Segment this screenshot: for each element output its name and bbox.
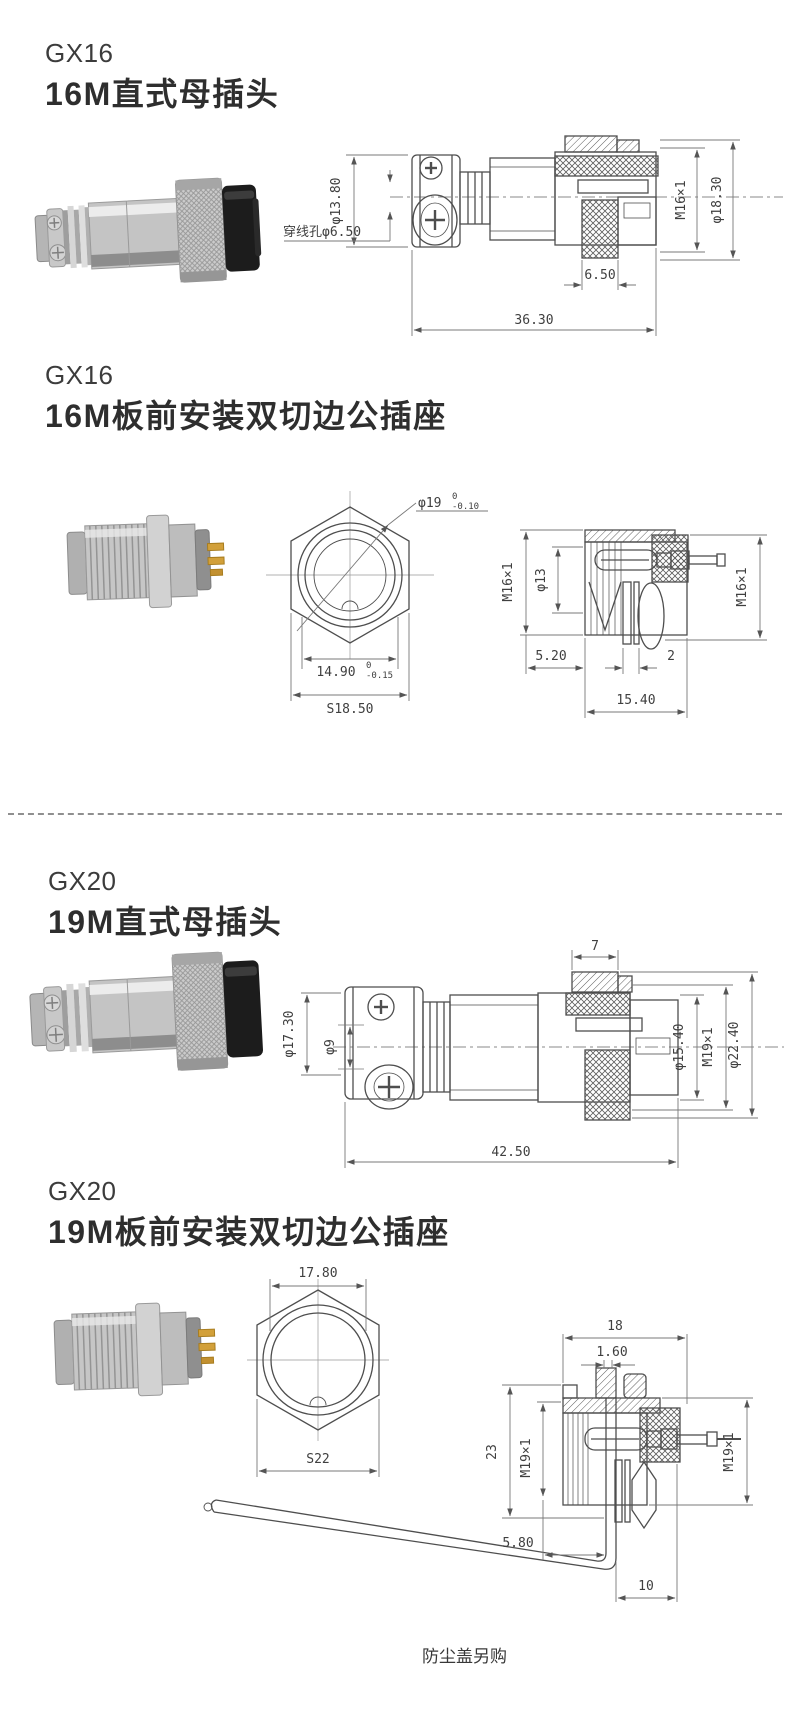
dim-dia-label: φ19 (418, 496, 441, 511)
product-photo-gx16-socket (66, 514, 225, 609)
dim-total-length-label: 42.50 (491, 1145, 530, 1160)
page-title: 19M板前安装双切边公插座 (48, 1214, 450, 1250)
dim-wire-hole-dia-label: φ9 (323, 1039, 338, 1055)
series-label: GX16 (45, 360, 114, 390)
dim-flange-width-label: 18 (607, 1319, 623, 1334)
drawing-gx20-socket-side-view: 18 1.60 23 M19×1 M19×1 5.80 10 防尘盖另购 (203, 1319, 753, 1666)
dim-total-length-label: 36.30 (514, 313, 553, 328)
dim-dia-mid-label: φ15.40 (672, 1024, 687, 1071)
series-label: GX16 (45, 38, 114, 68)
dimension-labels: 17.80 S22 (298, 1266, 337, 1467)
dim-flat-tol-lo: -0.15 (366, 671, 393, 681)
dim-thread-front-label: M16×1 (501, 562, 516, 601)
photo-connector-body (29, 951, 263, 1071)
dim-flat-width-label: 14.90 (316, 665, 355, 680)
hex-outline (290, 506, 410, 644)
dim-thread-rear-label: M16×1 (735, 567, 750, 606)
section-1-header: GX16 16M直式母插头 (45, 38, 279, 115)
dim-tail-length-label: 10 (638, 1579, 654, 1594)
series-label: GX20 (48, 866, 117, 896)
dim-thread-label: M16×1 (674, 180, 689, 219)
body-outline (411, 135, 659, 259)
dim-dia-inner-label: φ13 (534, 568, 549, 591)
screw-crosses (374, 1000, 400, 1098)
dim-height-label: 23 (485, 1444, 500, 1460)
drawing-gx20-plug-side-view: 7 φ17.30 φ9 φ15.40 M19×1 φ22.40 42.50 (282, 939, 784, 1168)
dim-dia-tol-hi: 0 (452, 492, 457, 502)
dim-thread-front-label: M19×1 (519, 1438, 534, 1477)
drawing-gx16-plug-side-view: φ13.80 穿线孔φ6.50 M16×1 φ18.30 6.50 36.30 (283, 135, 783, 336)
product-photo-gx20-socket (53, 1302, 216, 1397)
dim-washer-label: 2 (667, 649, 675, 664)
section-3-header: GX20 19M直式母插头 (48, 866, 282, 943)
photo-connector-body (53, 1302, 216, 1397)
dimension-labels: M16×1 φ13 M16×1 5.20 2 15.40 (501, 562, 750, 708)
crosshair (266, 491, 434, 659)
dim-thread-label: M19×1 (701, 1027, 716, 1066)
photo-connector-body (66, 514, 225, 609)
body-outline (203, 1367, 741, 1570)
dim-slot-width-label: 1.60 (596, 1345, 627, 1360)
dimension-labels: φ13.80 穿线孔φ6.50 M16×1 φ18.30 6.50 36.30 (283, 177, 725, 328)
dimension-labels: 7 φ17.30 φ9 φ15.40 M19×1 φ22.40 42.50 (282, 939, 742, 1160)
hex-outline (256, 1289, 380, 1431)
dim-rear-length-label: 5.20 (535, 649, 566, 664)
dim-dia-outer-label: φ22.40 (727, 1022, 742, 1069)
dimension-lines (520, 529, 767, 718)
dimension-lines (290, 502, 488, 701)
page-title: 16M板前安装双切边公插座 (45, 398, 447, 434)
dimension-labels: φ19 0 -0.10 14.90 0 -0.15 S18.50 (316, 492, 479, 717)
dim-dia-front-label: φ17.30 (282, 1011, 297, 1058)
dim-wire-hole-label: 穿线孔φ6.50 (283, 224, 361, 240)
dim-body-length-label: 15.40 (616, 693, 655, 708)
dimension-lines (256, 1279, 380, 1477)
page-title: 19M直式母插头 (48, 904, 283, 940)
drawing-gx16-socket-side-view: M16×1 φ13 M16×1 5.20 2 15.40 (501, 529, 767, 718)
dim-hex-size-label: S18.50 (327, 702, 374, 717)
dust-cover-note: 防尘盖另购 (422, 1647, 507, 1666)
dimension-lines (284, 139, 740, 336)
dim-hex-size-label: S22 (306, 1452, 329, 1467)
dim-dia-front-label: φ13.80 (329, 178, 344, 225)
photo-connector-body (34, 177, 262, 283)
dim-key-width-label: 7 (591, 939, 599, 954)
body-outline (584, 529, 726, 650)
series-label: GX20 (48, 1176, 117, 1206)
dim-thread-rear-label: M19×1 (722, 1432, 737, 1471)
product-photo-gx20-plug (29, 951, 263, 1071)
dim-dia-outer-label: φ18.30 (710, 177, 725, 224)
dimension-lines (502, 1334, 753, 1602)
section-divider (8, 813, 782, 815)
product-photo-gx16-plug (34, 177, 262, 283)
page-title: 16M直式母插头 (45, 76, 280, 112)
dim-nut-width-label: 6.50 (584, 268, 615, 283)
drawing-gx16-socket-front-view: φ19 0 -0.10 14.90 0 -0.15 S18.50 (266, 491, 488, 717)
dim-flat-width-label: 17.80 (298, 1266, 337, 1281)
dim-rear-length-label: 5.80 (502, 1536, 533, 1551)
section-2-header: GX16 16M板前安装双切边公插座 (45, 360, 447, 437)
dimension-labels: 18 1.60 23 M19×1 M19×1 5.80 10 防尘盖另购 (422, 1319, 737, 1666)
dim-dia-tol-lo: -0.10 (452, 502, 479, 512)
drawing-gx20-socket-front-view: 17.80 S22 (247, 1266, 389, 1477)
dim-flat-tol-hi: 0 (366, 661, 371, 671)
screw-crosses (425, 162, 445, 230)
section-4-header: GX20 19M板前安装双切边公插座 (48, 1176, 450, 1253)
dimension-lines (301, 950, 758, 1168)
body-outline (344, 971, 679, 1121)
